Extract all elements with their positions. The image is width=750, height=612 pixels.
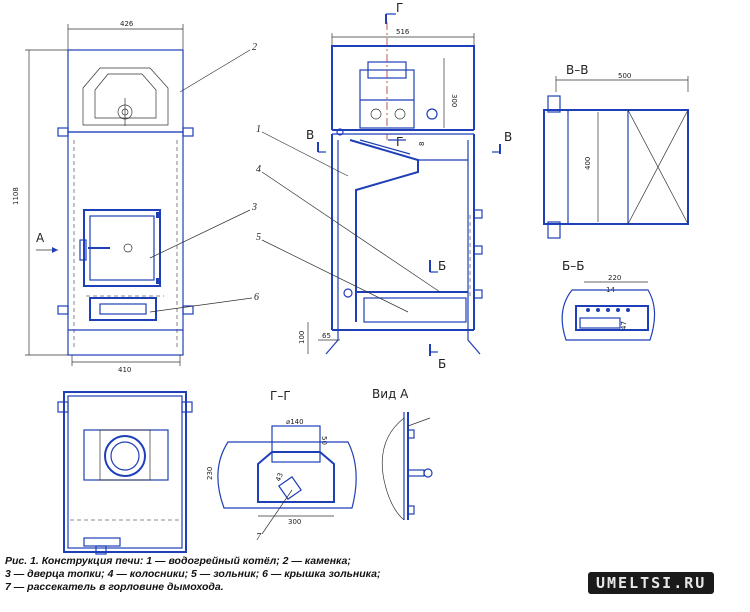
dim-front-height: 1108 [12,187,20,205]
view-arrow-a-label: А [36,231,45,245]
caption-line-1: Рис. 1. Конструкция печи: 1 — водогрейны… [5,555,351,567]
view-a-title: Вид А [372,387,409,401]
section-g-top-label: Г [396,1,403,15]
caption-line-3: 7 — рассекатель в горловине дымохода. [5,581,224,593]
dim-gg-diameter: ⌀140 [286,418,304,426]
section-v-right-label: В [504,130,512,144]
dim-front-top-width: 426 [120,20,134,28]
dim-side-upper-height: 300 [450,94,458,107]
site-watermark: UMELTSI.RU [588,572,715,594]
dim-vv-width: 500 [618,72,631,80]
dim-gg-height: 50 [320,436,328,445]
dim-side-gap: 8 [418,142,426,146]
dim-side-top-width: 516 [396,28,410,36]
dim-bb-width: 220 [608,274,621,282]
dim-gg-small: 43 [274,472,285,483]
dim-vv-height: 400 [584,157,592,170]
callout-4: 4 [256,164,261,175]
section-gg-title: Г–Г [270,389,291,403]
section-v-left-label: В [306,128,314,142]
callout-5: 5 [256,232,261,243]
section-bb-title: Б–Б [562,259,584,273]
dim-bb-height: 47 [620,321,628,330]
dim-gg-depth: 230 [206,467,214,480]
dim-side-leg-width: 65 [322,332,331,340]
callout-3: 3 [251,202,257,213]
callout-2: 2 [252,42,257,53]
dim-gg-width: 300 [288,518,301,526]
side-view: Г 516 300 В В Г 8 [256,1,512,371]
callout-1: 1 [256,124,261,135]
callout-6: 6 [254,292,259,303]
section-g-mid-label: Г [396,135,403,149]
section-vv-title: В–В [566,63,588,77]
section-gg: Г–Г ⌀140 50 43 230 300 7 [206,389,357,543]
view-a: Вид А [372,387,433,521]
dim-side-leg-height: 100 [298,331,306,344]
figure-caption: Рис. 1. Конструкция печи: 1 — водогрейны… [5,555,475,594]
front-view: 426 1108 [12,20,259,374]
dim-front-bottom-width: 410 [118,366,131,374]
section-b-bottom-label: Б [438,357,446,371]
caption-line-2: 3 — дверца топки; 4 — колосники; 5 — зол… [5,568,381,580]
top-view [57,391,193,555]
callout-7: 7 [256,532,262,543]
section-vv: В–В 500 400 [543,63,689,239]
section-bb: Б–Б 220 14 47 [561,259,656,341]
view-a-arrow-icon [52,247,58,253]
section-b-top-label: Б [438,259,446,273]
